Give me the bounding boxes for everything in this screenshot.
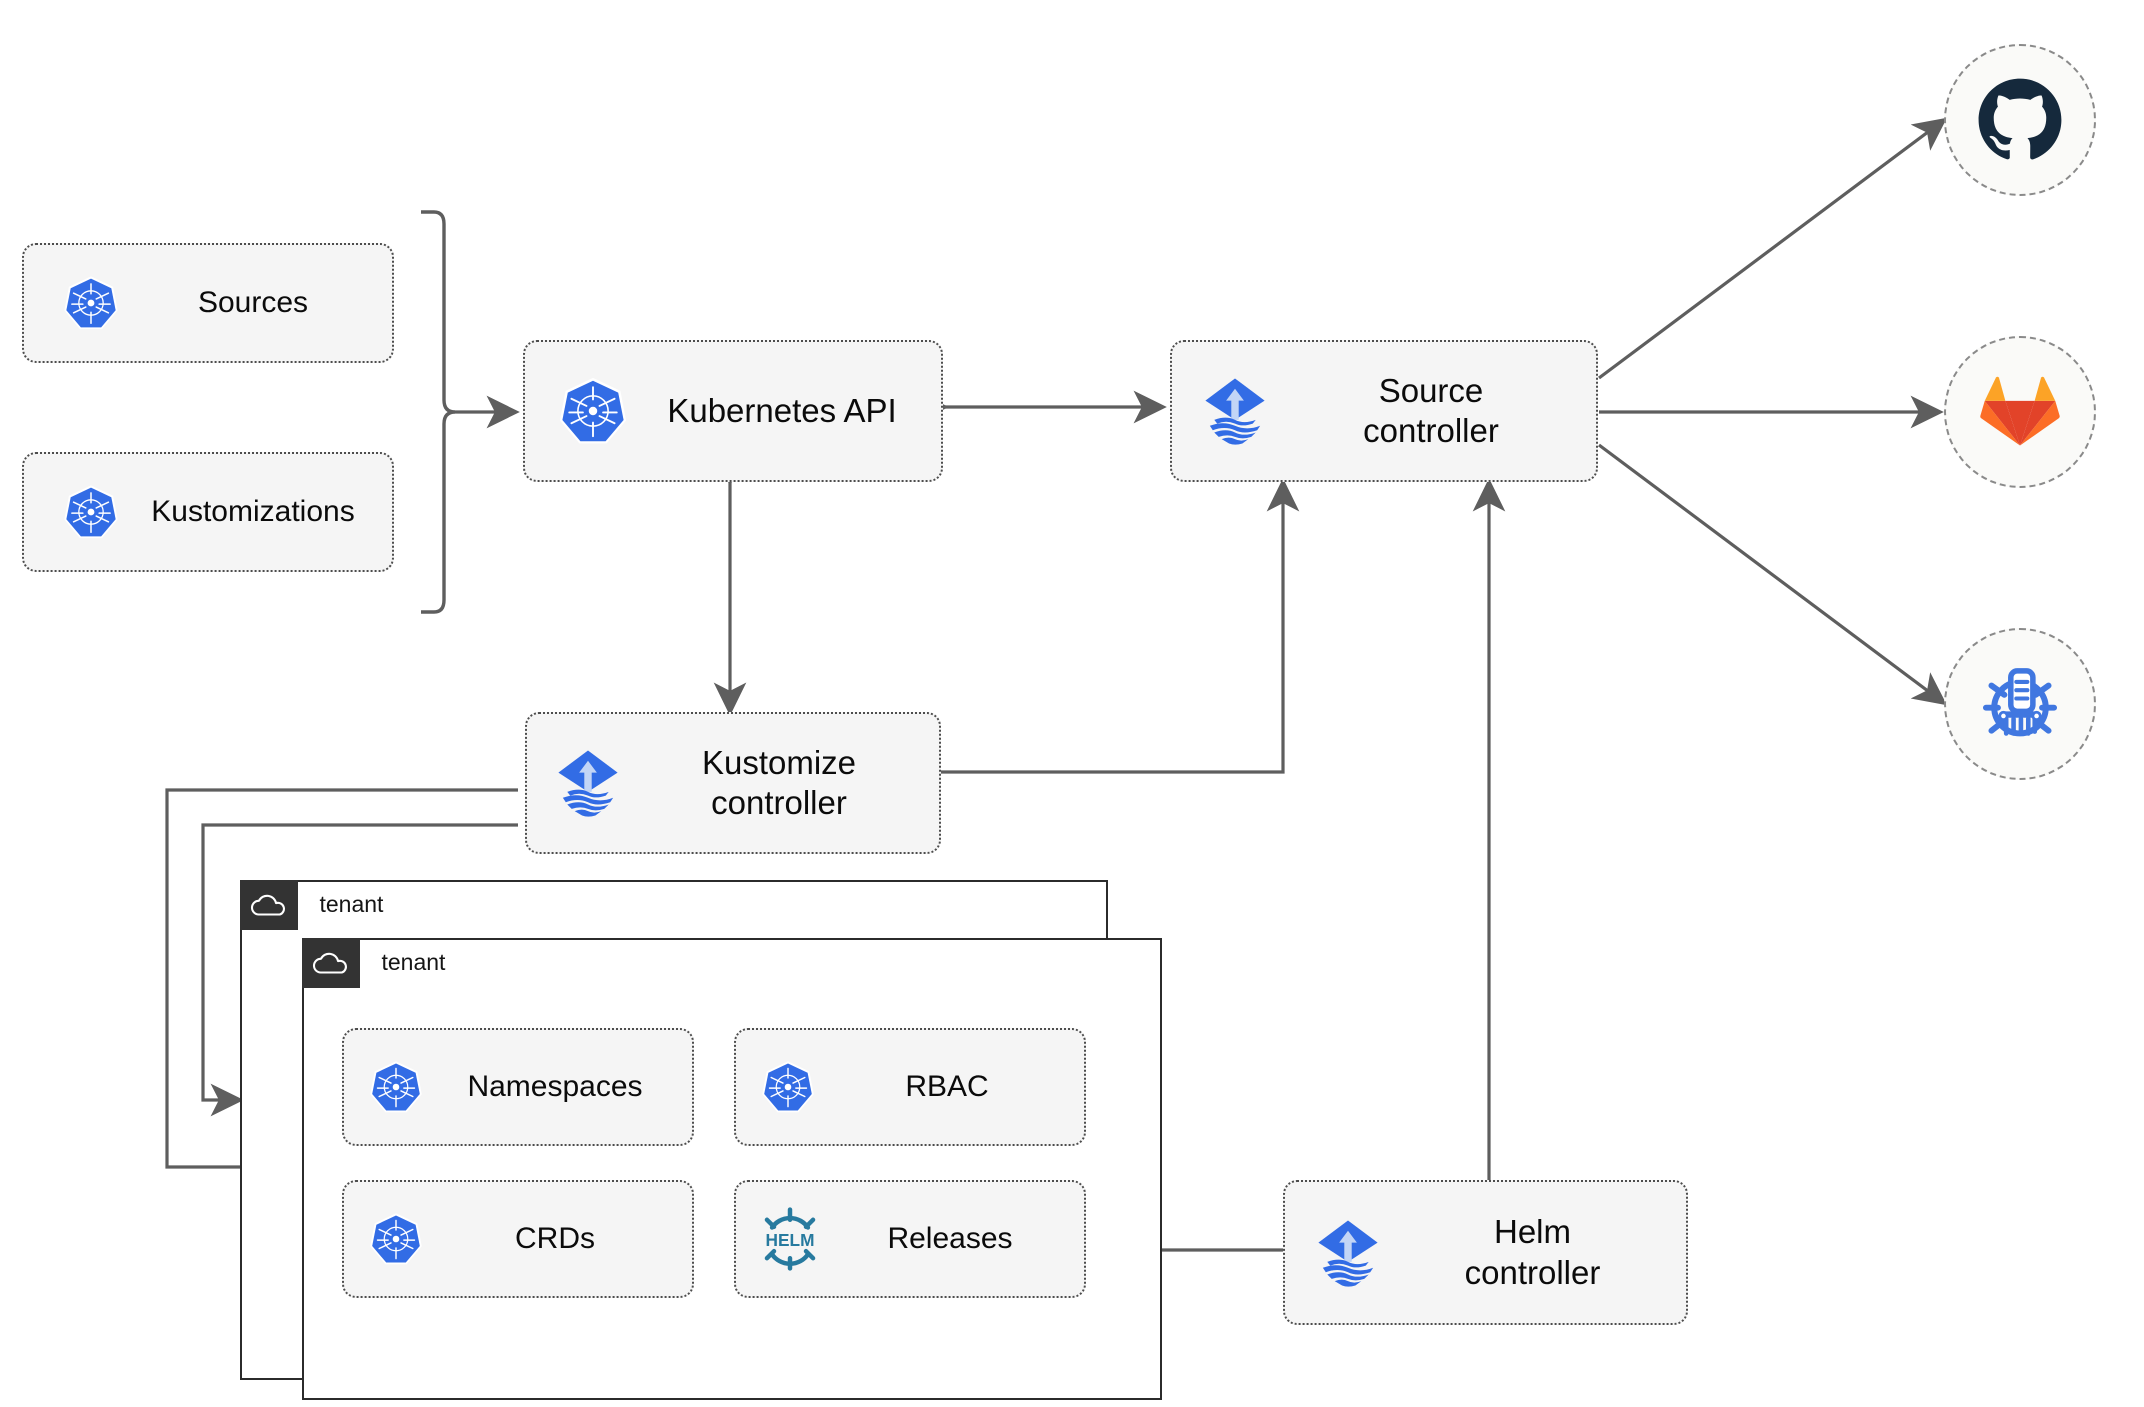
- tenant-frame-inner[interactable]: tenant Namespaces: [301, 937, 1162, 1400]
- kubernetes-icon: [368, 1211, 424, 1267]
- tenant-resource-label: Releases: [887, 1221, 1013, 1255]
- svg-text:HELM: HELM: [766, 1230, 815, 1250]
- tenant-header: tenant: [301, 937, 446, 988]
- node-label: Source controller: [1272, 371, 1596, 452]
- tenant-header: tenant: [239, 879, 384, 930]
- flux-icon: [1311, 1216, 1385, 1290]
- node-label-line2: controller: [711, 784, 847, 821]
- node-label-line1: Kustomize: [701, 743, 857, 781]
- node-label: Helm controller: [1385, 1212, 1686, 1293]
- edge-kustomize-source: [941, 478, 1300, 774]
- gitlab-icon: [1980, 376, 2060, 446]
- node-label-line2: controller: [1363, 412, 1499, 449]
- tenant-resource-label: CRDs: [515, 1221, 595, 1255]
- tenant-label: tenant: [381, 949, 446, 975]
- edge-source-bucket: [1598, 443, 1948, 706]
- node-source-controller[interactable]: Source controller: [1170, 340, 1598, 482]
- cloud-icon: [239, 879, 298, 930]
- tenant-resource-rbac[interactable]: RBAC: [734, 1028, 1086, 1146]
- resources-bracket: [421, 210, 456, 614]
- node-helm-controller[interactable]: Helm controller: [1283, 1180, 1688, 1325]
- resource-label: Sources: [197, 285, 309, 319]
- helm-icon: HELM: [758, 1207, 822, 1271]
- flux-icon: [551, 746, 625, 820]
- kubernetes-icon: [760, 1059, 816, 1115]
- provider-gitlab[interactable]: [1944, 336, 2096, 488]
- node-label-line1: Source: [1378, 371, 1484, 409]
- kubernetes-icon: [62, 483, 120, 541]
- resource-node-kustomizations[interactable]: Kustomizations: [22, 452, 394, 572]
- node-label-line2: controller: [1464, 1253, 1601, 1291]
- node-kubernetes-api[interactable]: Kubernetes API: [523, 340, 943, 482]
- kubernetes-icon: [368, 1059, 424, 1115]
- node-label-line1: Helm: [1493, 1213, 1571, 1251]
- tenant-resource-label: Namespaces: [467, 1069, 643, 1103]
- node-label: Kubernetes API: [667, 391, 897, 429]
- tenant-resource-label: RBAC: [905, 1069, 989, 1103]
- resource-label: Kustomizations: [151, 494, 355, 528]
- tenant-resource-namespaces[interactable]: Namespaces: [342, 1028, 694, 1146]
- edge-source-github: [1598, 117, 1948, 380]
- kubernetes-icon: [557, 375, 629, 447]
- flux-icon: [1198, 374, 1272, 448]
- node-kustomize-controller[interactable]: Kustomize controller: [525, 712, 941, 854]
- resource-node-sources[interactable]: Sources: [22, 243, 394, 363]
- provider-bucket[interactable]: [1944, 628, 2096, 780]
- cloud-icon: [301, 937, 360, 988]
- github-icon: [1978, 78, 2062, 160]
- node-label: Kustomize controller: [625, 743, 939, 824]
- tenant-resource-crds[interactable]: CRDs: [342, 1180, 694, 1298]
- bucket-registry-icon: [1982, 668, 2058, 737]
- tenant-resource-releases[interactable]: HELM Releases: [734, 1180, 1086, 1298]
- provider-github[interactable]: [1944, 44, 2096, 196]
- tenant-label: tenant: [319, 891, 384, 917]
- kubernetes-icon: [62, 274, 120, 332]
